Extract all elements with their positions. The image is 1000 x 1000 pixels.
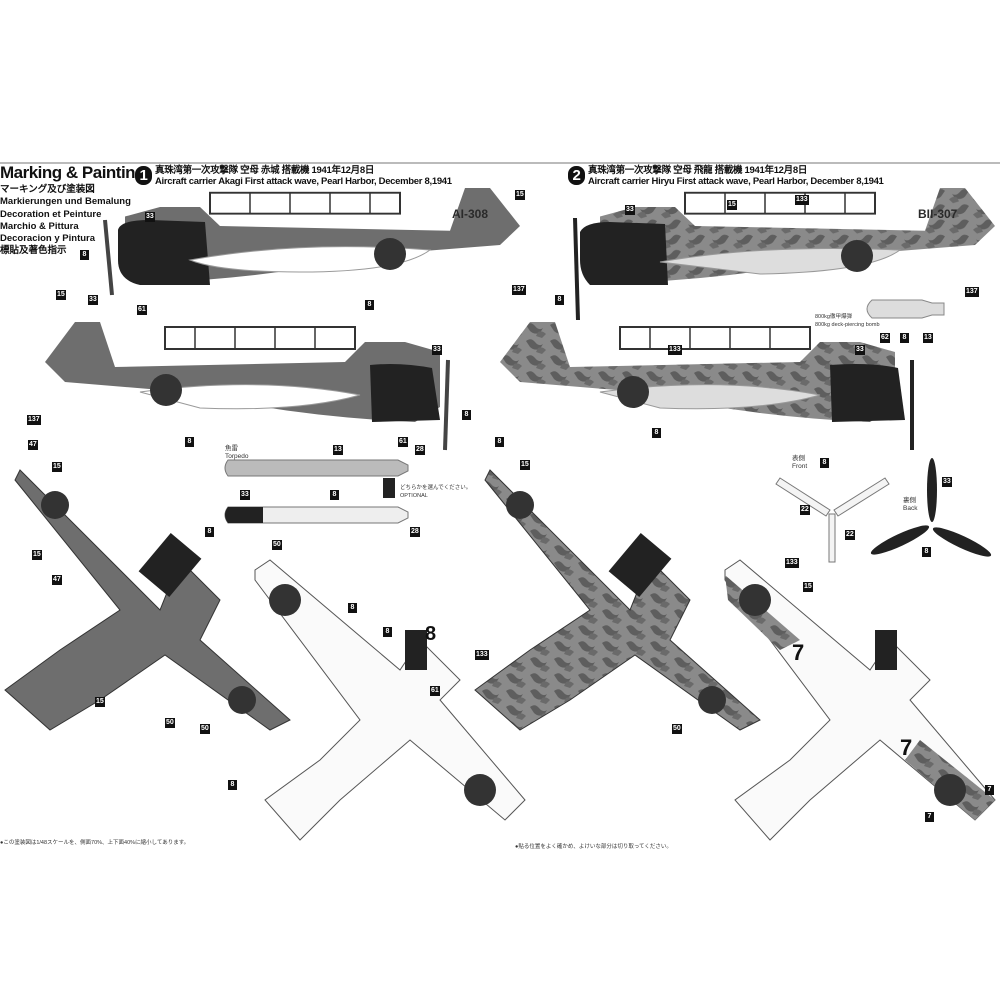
header-rule: [0, 162, 1000, 164]
torpedo: [224, 459, 409, 477]
callout: 50: [672, 724, 682, 734]
callout: 133: [785, 558, 799, 568]
bomb: [866, 299, 945, 319]
callout: 33: [145, 212, 155, 222]
scheme-1-en: Aircraft carrier Akagi First attack wave…: [155, 176, 452, 187]
callout: 8: [348, 603, 357, 613]
callout: 15: [32, 550, 42, 560]
callout: 8: [495, 437, 504, 447]
callout: 8: [900, 333, 909, 343]
language-it: Marchio & Pittura: [0, 220, 79, 232]
svg-text:7: 7: [792, 640, 804, 665]
callout: 8: [383, 627, 392, 637]
callout: 15: [52, 462, 62, 472]
footnote-1: ●この塗装図は1/48スケールを、側面70%、上下面40%に縮小してあります。: [0, 840, 190, 846]
language-jp: マーキング及び塗装図: [0, 184, 95, 195]
scheme-2-number: 2: [568, 166, 585, 185]
callout: 15: [520, 460, 530, 470]
callout: 33: [855, 345, 865, 355]
page-title: Marking & Painting: [0, 163, 145, 182]
callout: 8: [228, 780, 237, 790]
language-de: Markierungen und Bemalung: [0, 196, 131, 208]
callout: 13: [923, 333, 933, 343]
optional-note: どちらかを選んでください。OPTIONAL: [400, 485, 472, 499]
callout: 50: [272, 540, 282, 550]
callout: 61: [430, 686, 440, 696]
language-list: マーキング及び塗装図 Markierungen und Bemalung Dec…: [0, 184, 131, 258]
callout: 33: [942, 477, 952, 487]
callout: 33: [432, 345, 442, 355]
svg-text:8: 8: [425, 623, 436, 645]
callout: 133: [475, 650, 489, 660]
callout: 8: [185, 437, 194, 447]
footnote-2: ●貼る位置をよく確かめ、よけいな部分は切り取ってください。: [515, 844, 672, 850]
scheme-2-en: Aircraft carrier Hiryu First attack wave…: [588, 176, 884, 187]
scheme-1-jp: 真珠湾第一次攻撃隊 空母 赤城 搭載機 1941年12月8日: [155, 165, 375, 176]
callout: 8: [555, 295, 564, 305]
callout: 15: [95, 697, 105, 707]
callout: 28: [410, 527, 420, 537]
callout: 61: [398, 437, 408, 447]
callout: 8: [205, 527, 214, 537]
svg-text:7: 7: [900, 735, 912, 760]
callout: 8: [652, 428, 661, 438]
callout: 61: [137, 305, 147, 315]
callout: 133: [795, 195, 809, 205]
callout: 15: [727, 200, 737, 210]
callout: 47: [52, 575, 62, 585]
scheme-2-jp: 真珠湾第一次攻撃隊 空母 飛龍 搭載機 1941年12月8日: [588, 165, 808, 176]
hiryu-top-view: [474, 469, 761, 731]
callout: 15: [803, 582, 813, 592]
callout: 8: [80, 250, 89, 260]
propeller-front: [775, 477, 890, 563]
callout: 22: [800, 505, 810, 515]
callout: 137: [27, 415, 41, 425]
callout: 137: [965, 287, 979, 297]
callout: 13: [333, 445, 343, 455]
language-fr: Decoration et Peinture: [0, 208, 102, 220]
callout: 8: [820, 458, 829, 468]
hiryu-tail-code: BII-307: [918, 207, 958, 221]
callout: 137: [512, 285, 526, 295]
callout: 28: [415, 445, 425, 455]
callout: 7: [985, 785, 994, 795]
callout: 8: [922, 547, 931, 557]
callout: 8: [330, 490, 339, 500]
language-es: Decoracion y Pintura: [0, 233, 96, 245]
callout: 133: [668, 345, 682, 355]
callout: 15: [515, 190, 525, 200]
callout: 33: [88, 295, 98, 305]
callout: 15: [56, 290, 66, 300]
hiryu-bottom-view: 7 7: [724, 559, 996, 841]
callout: 47: [28, 440, 38, 450]
akagi-tail-code: AI-308: [452, 207, 489, 221]
callout: 8: [462, 410, 471, 420]
callout: 50: [165, 718, 175, 728]
callout: 7: [925, 812, 934, 822]
propeller-back: [870, 458, 992, 557]
callout: 8: [365, 300, 374, 310]
language-cn: 標貼及著色指示: [0, 245, 67, 257]
scheme-2-header: 2 真珠湾第一次攻撃隊 空母 飛龍 搭載機 1941年12月8日 Aircraf…: [568, 165, 884, 187]
callout: 33: [240, 490, 250, 500]
akagi-top-view: [4, 469, 291, 731]
scheme-1-header: 1 真珠湾第一次攻撃隊 空母 赤城 搭載機 1941年12月8日 Aircraf…: [135, 165, 452, 187]
akagi-bottom-view: 8: [254, 559, 526, 841]
callout: 33: [625, 205, 635, 215]
callout: 62: [880, 333, 890, 343]
callout: 22: [845, 530, 855, 540]
callout: 50: [200, 724, 210, 734]
scheme-1-number: 1: [135, 166, 152, 185]
